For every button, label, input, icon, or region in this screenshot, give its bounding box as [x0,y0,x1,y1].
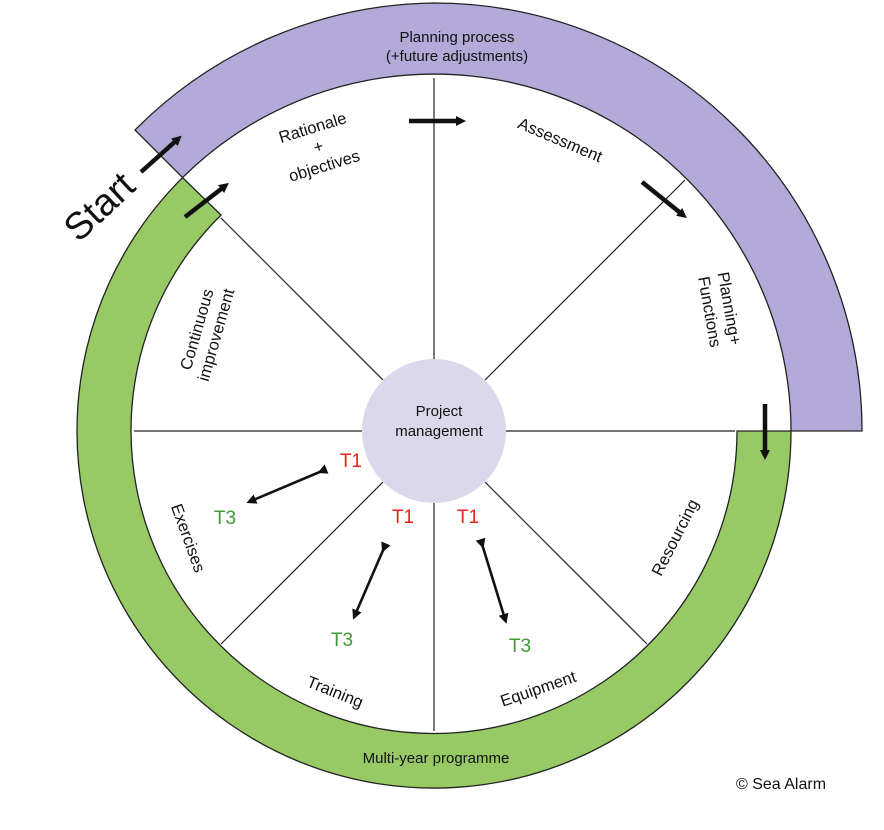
planning-band-label-line2: (+future adjustments) [386,48,528,65]
improvement-to-rationale-arrow [183,182,229,219]
tier-t3-training: T3 [331,630,353,651]
planning-band [134,2,863,432]
segment-rationale-line2: + [311,137,325,157]
planning-band-label-line1: Planning process [399,29,514,46]
equipment-tier-arrow [475,537,509,624]
copyright-notice: © Sea Alarm [736,776,826,793]
start-label: Start [56,164,144,250]
programme-band [76,176,792,789]
center-label-line2: management [395,423,483,440]
center-circle [362,359,506,503]
tier-t3-exercises: T3 [214,508,236,529]
tier-t1-training: T1 [392,507,414,528]
exercises-tier-arrow [246,464,329,504]
tier-t3-equipment: T3 [509,636,531,657]
programme-band-label: Multi-year programme [363,750,510,767]
start-arrow [139,135,182,174]
center-label-line1: Project [416,403,464,420]
tier-t1-exercises: T1 [340,451,362,472]
training-tier-arrow [352,541,391,620]
tier-t1-equipment: T1 [457,507,479,528]
assessment-to-planning-arrow [640,180,687,219]
spokes [134,78,735,731]
